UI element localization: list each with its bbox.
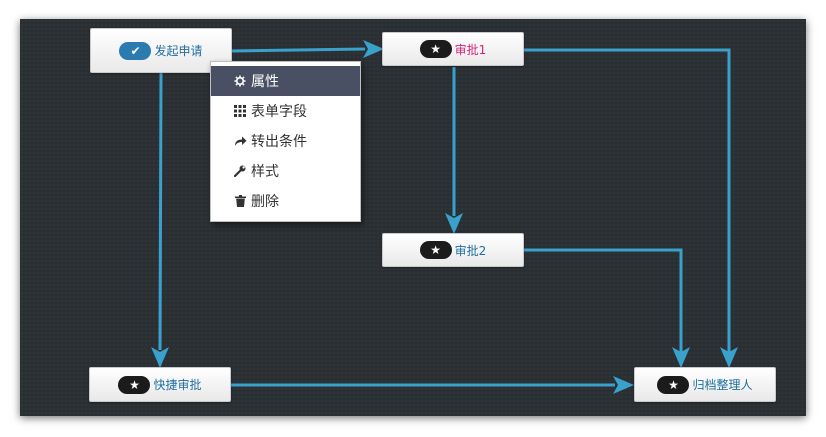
arrowhead-archive-left <box>672 347 690 368</box>
node-label: 审批1 <box>454 42 487 57</box>
node-approval2[interactable]: ★ 审批2 <box>382 233 524 267</box>
node-quick-approval[interactable]: ★ 快捷审批 <box>89 367 231 402</box>
node-label: 发起申请 <box>154 44 203 58</box>
context-menu: 属性 表单字段 转出条件 样式 删除 <box>210 61 361 222</box>
menu-item-transfer-conditions[interactable]: 转出条件 <box>211 126 360 156</box>
node-label: 快捷审批 <box>153 378 202 392</box>
star-icon: ★ <box>419 40 452 58</box>
menu-item-properties[interactable]: 属性 <box>211 66 360 96</box>
arrowhead-approval1 <box>363 40 384 58</box>
menu-item-label: 转出条件 <box>251 134 307 150</box>
share-arrow-icon <box>231 135 249 147</box>
arrowhead-quick <box>151 347 169 368</box>
arrowhead-approval2 <box>445 213 463 234</box>
node-label: 审批2 <box>454 243 487 258</box>
grid-icon <box>231 105 249 117</box>
menu-item-style[interactable]: 样式 <box>211 156 360 186</box>
node-approval1[interactable]: ★ 审批1 <box>382 32 524 66</box>
arrowhead-archive-right <box>720 347 738 368</box>
edge-approval1-archive[interactable] <box>524 48 731 352</box>
menu-item-label: 样式 <box>251 164 279 180</box>
menu-item-form-fields[interactable]: 表单字段 <box>211 96 360 126</box>
node-label: 归档整理人 <box>692 378 753 392</box>
star-icon: ★ <box>419 241 452 259</box>
edge-start-quick[interactable] <box>158 72 163 351</box>
node-start[interactable]: ✔ 发起申请 <box>90 28 232 73</box>
edge-start-approval1[interactable] <box>230 47 366 53</box>
arrowhead-archive-bottom <box>613 376 634 394</box>
workflow-canvas[interactable] <box>20 19 806 416</box>
menu-item-delete[interactable]: 删除 <box>211 186 360 216</box>
node-archive[interactable]: ★ 归档整理人 <box>634 367 776 402</box>
star-icon: ★ <box>118 375 151 394</box>
menu-item-label: 表单字段 <box>251 104 307 120</box>
edge-approval2-archive[interactable] <box>523 248 683 352</box>
check-icon: ✔ <box>119 41 152 60</box>
star-icon: ★ <box>657 375 690 394</box>
gear-icon <box>231 75 249 87</box>
wrench-icon <box>231 165 249 177</box>
menu-item-label: 属性 <box>251 74 279 90</box>
menu-item-label: 删除 <box>251 194 279 210</box>
trash-icon <box>231 195 249 207</box>
